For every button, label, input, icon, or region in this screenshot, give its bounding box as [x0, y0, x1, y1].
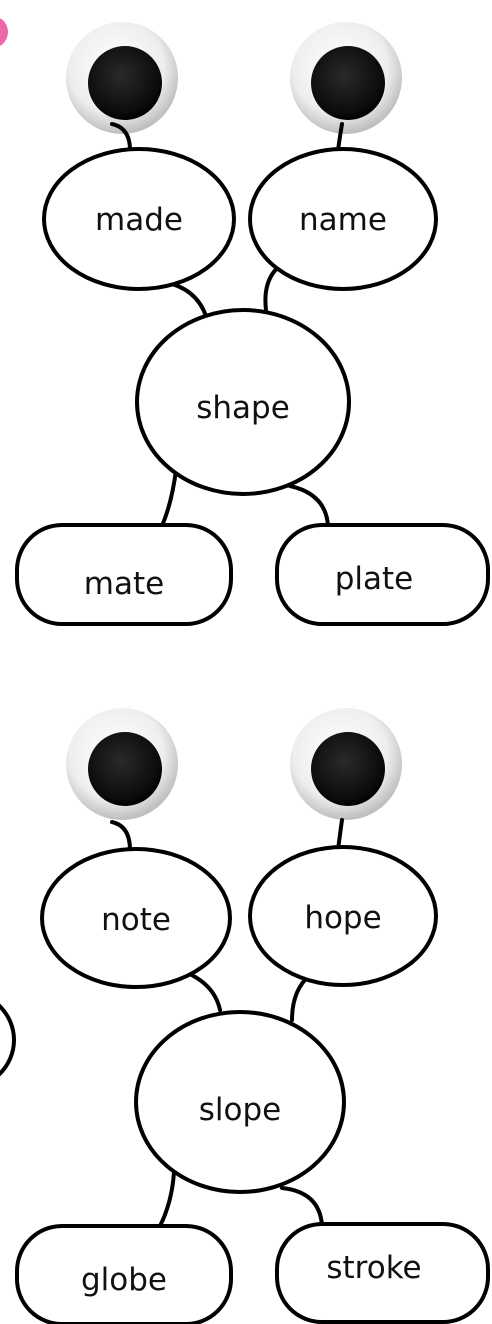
word-monster-shape: made name shape mate plate [17, 22, 488, 624]
edge-accent-circle [0, 16, 8, 48]
center-word: slope [199, 1092, 281, 1128]
connector-leg-right [290, 486, 328, 526]
left-eye-word: made [95, 202, 183, 238]
googly-eye-right [290, 22, 402, 134]
right-eye-word: name [299, 202, 387, 238]
googly-eye-left [66, 22, 178, 134]
googly-eye-right [290, 708, 402, 820]
left-leg-word: mate [84, 566, 164, 602]
connector-eye-left [112, 822, 130, 850]
left-eye-word: note [101, 902, 171, 938]
edge-cropped-bubble [0, 990, 14, 1090]
word-monster-slope: note hope slope globe stroke [17, 708, 488, 1324]
center-word: shape [196, 390, 290, 426]
right-leg-word: plate [335, 561, 414, 597]
googly-eye-left [66, 708, 178, 820]
connector-leg-left [160, 1172, 174, 1226]
connector-leg-left [162, 470, 176, 526]
left-leg-word: globe [81, 1262, 167, 1298]
connector-leg-right [282, 1188, 322, 1226]
right-eye-word: hope [304, 900, 381, 936]
right-leg-word: stroke [326, 1250, 421, 1286]
